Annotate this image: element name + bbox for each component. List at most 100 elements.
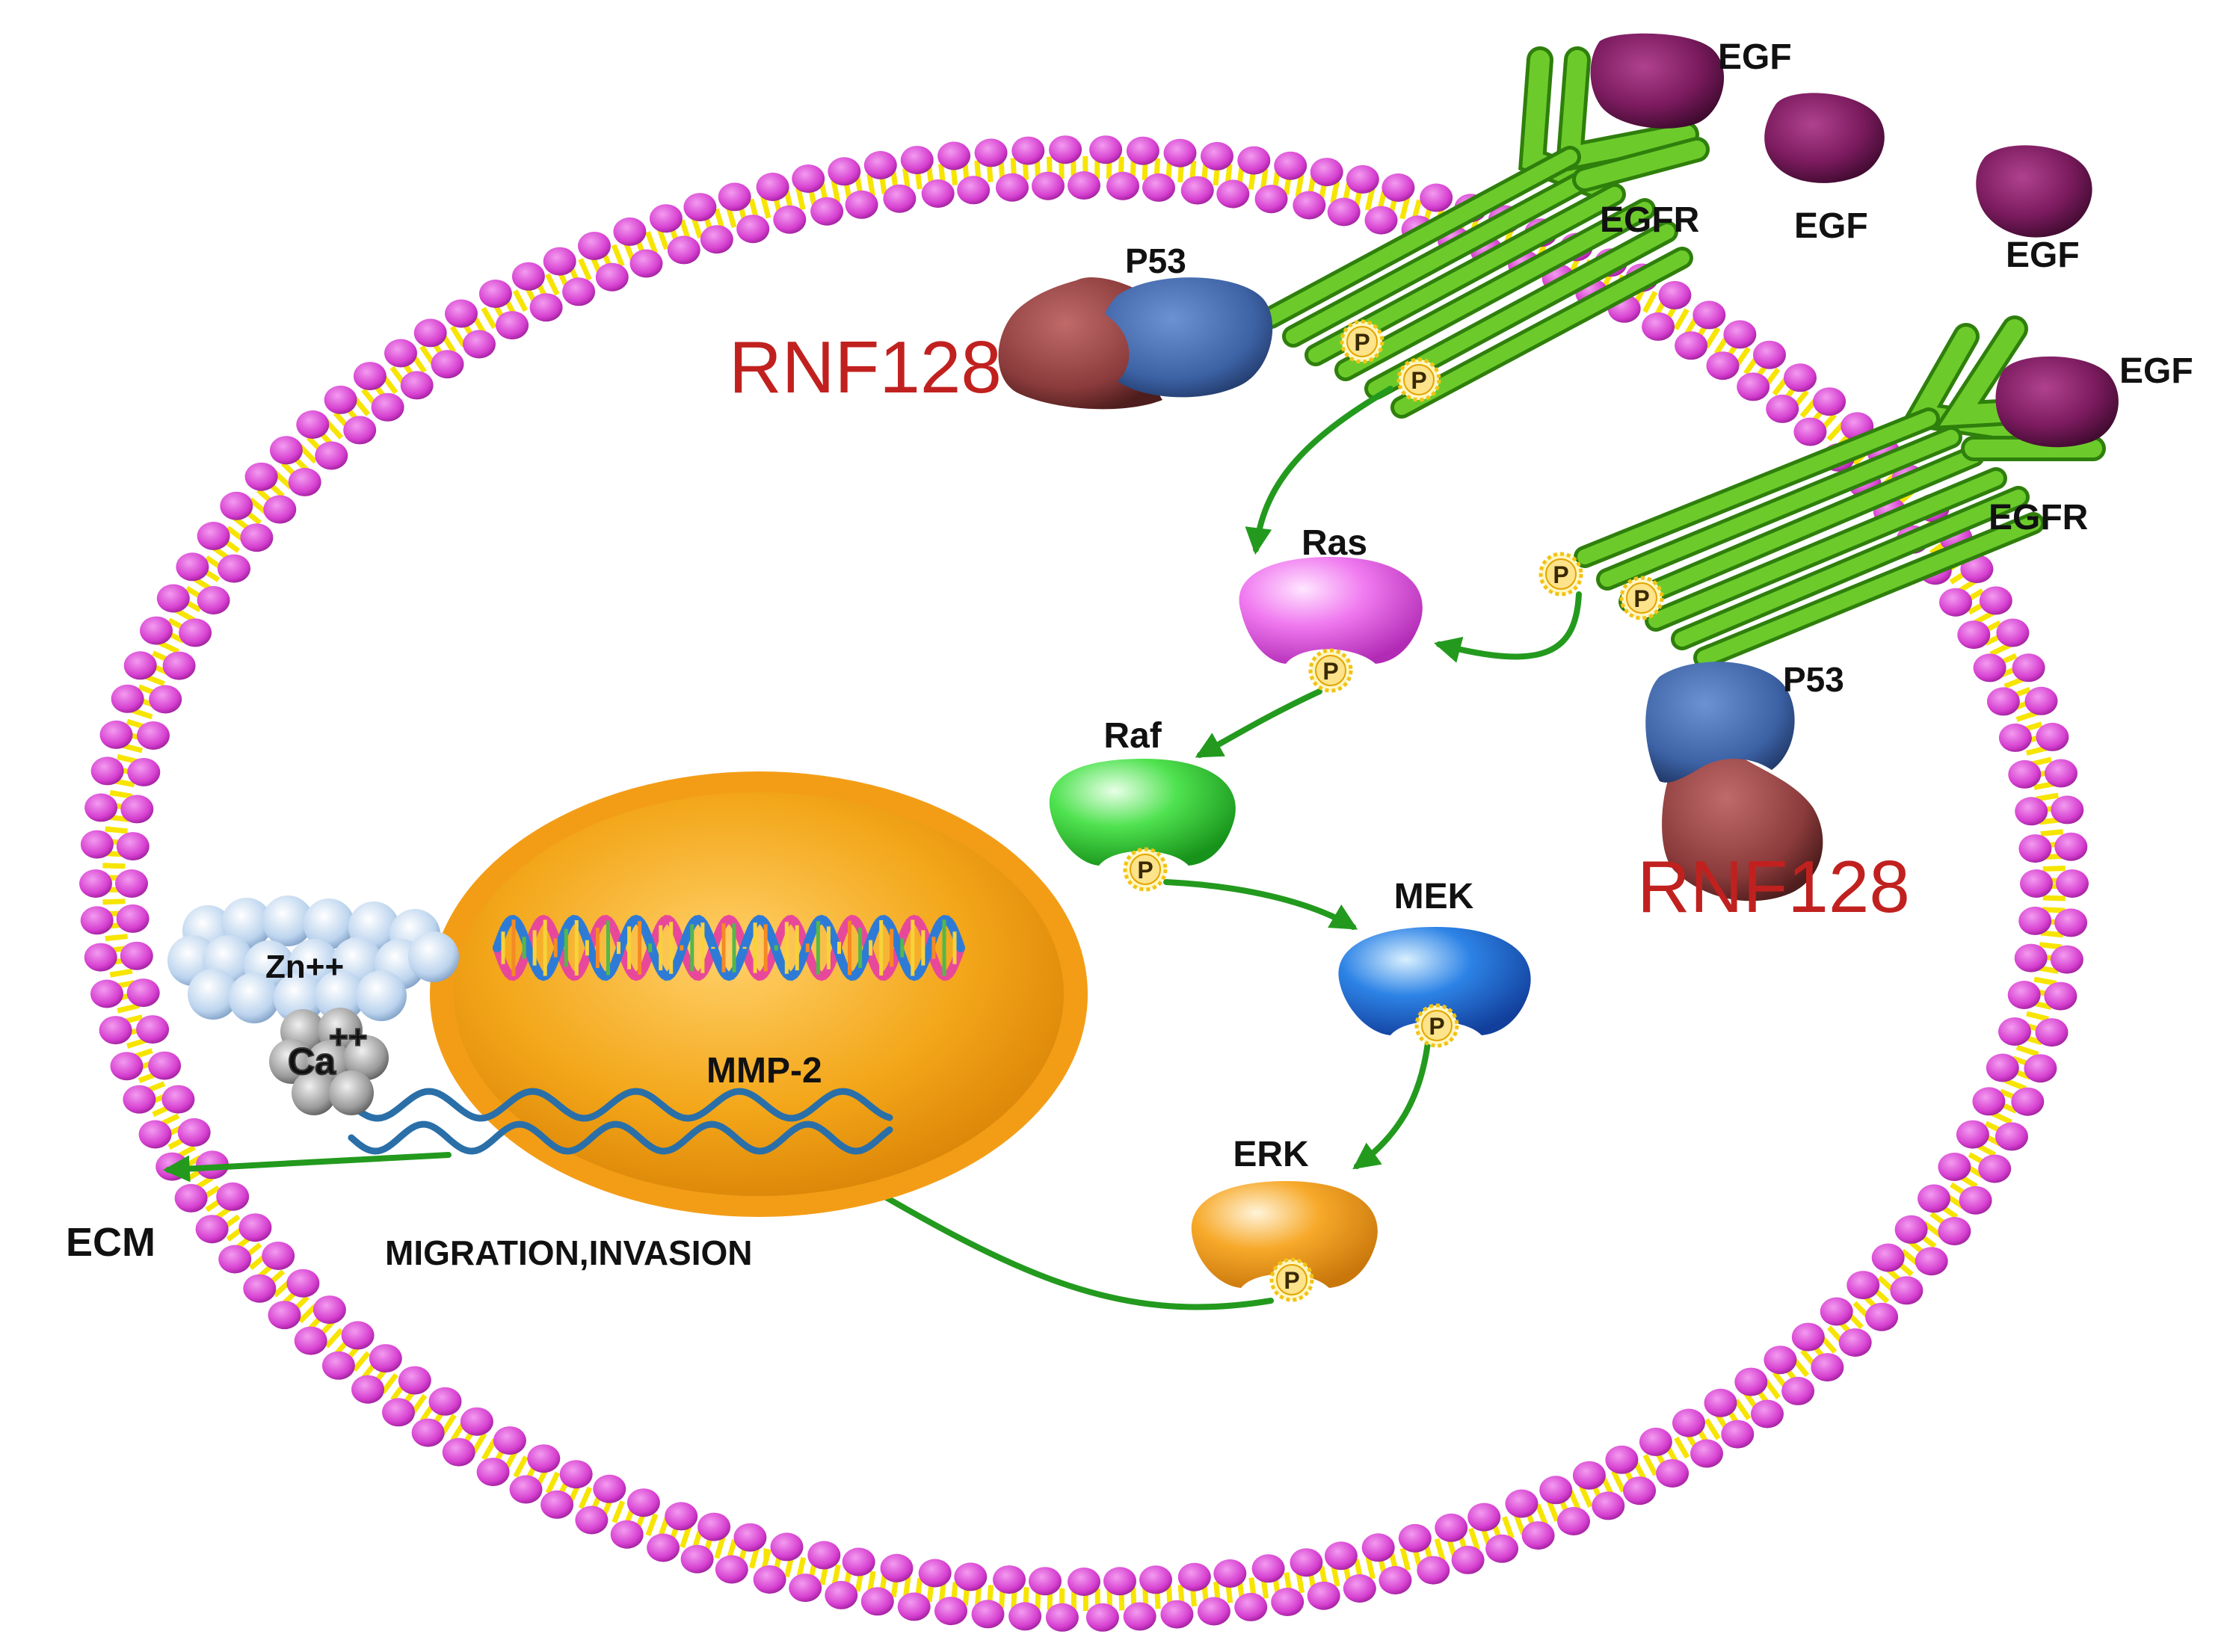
membrane-head-bead	[353, 362, 386, 391]
membrane-head-bead	[1972, 1087, 2006, 1116]
membrane-head-bead	[918, 1559, 952, 1588]
arrow-mmp2-to-ecm	[162, 1152, 452, 1183]
membrane-head-bead	[312, 1295, 346, 1325]
phosphate-badge-icon: P	[1621, 578, 1662, 618]
svg-text:P: P	[1322, 658, 1338, 685]
svg-text:P: P	[1284, 1267, 1299, 1294]
membrane-head-bead	[400, 371, 434, 400]
membrane-head-bead	[665, 1502, 698, 1531]
zinc-ion-bead	[188, 969, 238, 1020]
membrane-tail-layer	[102, 156, 2066, 1611]
membrane-head-bead	[1293, 191, 1326, 220]
membrane-head-bead	[828, 157, 861, 186]
membrane-head-bead	[1764, 1346, 1797, 1375]
calcium-label: Ca	[288, 1041, 336, 1082]
membrane-head-bead	[1089, 135, 1123, 164]
membrane-head-bead	[1658, 280, 1692, 309]
membrane-head-bead	[149, 685, 182, 714]
membrane-head-bead	[220, 491, 253, 520]
dna-helix-icon	[493, 914, 965, 981]
membrane-head-bead	[897, 1592, 931, 1621]
nucleus-interior	[454, 792, 1064, 1196]
membrane-head-bead	[996, 173, 1029, 202]
calcium-charge-label: ++	[329, 1019, 367, 1055]
signal-arrows	[162, 386, 1582, 1310]
membrane-head-bead	[575, 1505, 609, 1535]
phosphate-badge-icon: P	[1125, 849, 1165, 890]
membrane-head-bead	[1986, 687, 2020, 716]
membrane-head-bead	[1029, 1567, 1062, 1596]
membrane-head-bead	[880, 1553, 914, 1582]
membrane-head-bead	[1346, 164, 1379, 194]
membrane-head-bead	[2008, 759, 2042, 789]
membrane-head-bead	[1417, 1556, 1450, 1585]
zinc-label: Zn++	[265, 949, 344, 985]
membrane-head-bead	[1766, 394, 1799, 423]
membrane-head-bead	[1557, 1507, 1590, 1535]
membrane-head-bead	[736, 215, 770, 244]
membrane-head-bead	[756, 173, 789, 201]
membrane-head-bead	[1979, 586, 2012, 615]
membrane-head-bead	[262, 1242, 295, 1270]
membrane-head-bead	[1793, 417, 1827, 446]
membrane-head-bead	[1216, 179, 1250, 209]
membrane-head-bead	[263, 495, 297, 524]
zinc-ion-bead	[315, 970, 366, 1021]
membrane-head-bead	[610, 1520, 644, 1549]
membrane-head-bead	[442, 1437, 475, 1467]
membrane-head-bead	[156, 584, 190, 613]
migration-invasion-label: MIGRATION,INVASION	[385, 1233, 753, 1272]
membrane-head-bead	[324, 385, 357, 414]
membrane-head-bead	[792, 164, 825, 193]
membrane-head-bead	[2012, 653, 2045, 682]
zinc-ion-bead	[408, 931, 459, 982]
membrane-head-bead	[1068, 1568, 1100, 1596]
arrow-mek-to-erk	[1352, 1040, 1431, 1170]
erk-protein: ERK P	[1191, 1135, 1378, 1300]
membrane-head-bead	[1915, 1247, 1948, 1276]
zinc-ion-bead	[356, 970, 407, 1021]
membrane-head-bead	[1704, 1388, 1737, 1417]
membrane-head-bead	[2020, 869, 2053, 898]
membrane-head-bead	[860, 1587, 894, 1616]
membrane-head-bead	[1521, 1521, 1555, 1550]
membrane-head-bead	[1918, 1184, 1950, 1213]
membrane-head-bead	[371, 392, 404, 422]
membrane-head-bead	[1126, 136, 1159, 165]
membrane-head-bead	[954, 1562, 988, 1591]
membrane-head-bead	[1811, 1353, 1844, 1382]
membrane-head-bead	[288, 467, 321, 496]
membrane-head-bead	[460, 1407, 493, 1436]
receptor-rods	[1260, 46, 1710, 419]
raf-label: Raf	[1103, 716, 1162, 756]
membrane-head-bead	[2024, 686, 2058, 715]
membrane-head-bead	[1721, 1420, 1755, 1449]
membrane-head-bead	[111, 684, 144, 713]
membrane-head-bead	[244, 462, 278, 491]
zinc-ion-bead	[262, 896, 313, 946]
membrane-head-bead	[1894, 1215, 1928, 1244]
membrane-head-bead	[1737, 372, 1770, 401]
membrane-head-bead	[1838, 1328, 1872, 1357]
membrane-head-bead	[1451, 1545, 1485, 1574]
membrane-head-bead	[1142, 173, 1175, 202]
membrane-head-bead	[578, 232, 611, 260]
membrane-head-bead	[540, 1490, 574, 1519]
erk-label: ERK	[1233, 1135, 1309, 1174]
membrane-head-bead	[238, 1213, 272, 1242]
membrane-head-bead	[478, 280, 512, 308]
membrane-head-bead	[496, 311, 529, 340]
mek-protein: MEK P	[1338, 877, 1531, 1046]
membrane-head-bead	[84, 943, 117, 972]
membrane-head-bead	[218, 554, 250, 583]
membrane-head-bead	[883, 184, 917, 213]
membrane-head-bead	[195, 1215, 229, 1244]
membrane-head-bead	[84, 793, 118, 822]
membrane-head-bead	[1379, 1566, 1412, 1594]
membrane-head-bead	[1123, 1602, 1156, 1631]
membrane-head-bead	[343, 416, 377, 445]
membrane-head-bead	[99, 1016, 132, 1045]
membrane-head-bead	[1177, 1562, 1211, 1591]
membrane-head-bead	[1639, 1427, 1672, 1456]
membrane-head-bead	[2024, 1054, 2057, 1083]
